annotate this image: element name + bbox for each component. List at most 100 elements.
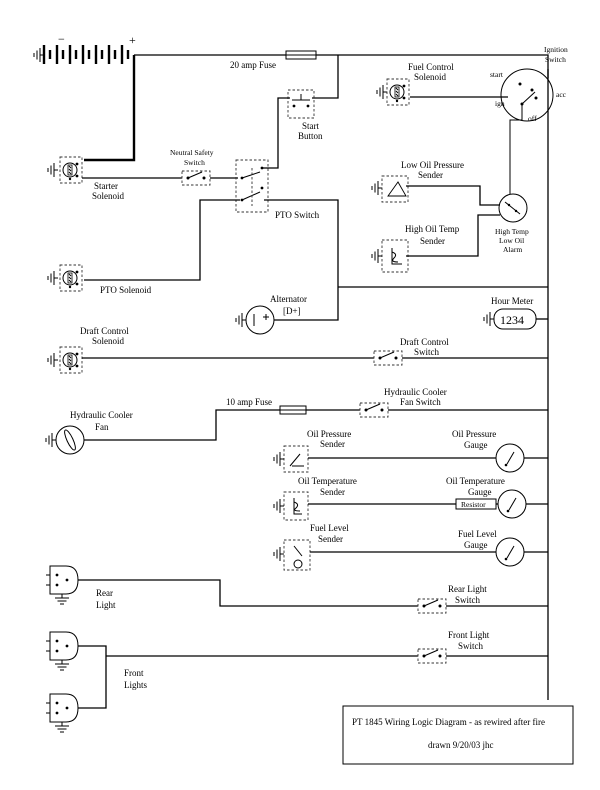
battery-minus-label: −: [58, 32, 65, 46]
rear-light-label-2: Light: [96, 600, 116, 610]
fuel-level-sender-label-1: Fuel Level: [310, 523, 349, 533]
ignition-switch-label-1: Ignition: [544, 45, 568, 54]
oil-temperature-sender-label-2: Sender: [320, 487, 345, 497]
neutral-safety-switch-label-1: Neutral Safety: [170, 148, 214, 157]
fuel-level-sender-label-2: Sender: [318, 534, 343, 544]
hour-meter-label: Hour Meter: [491, 296, 533, 306]
battery-plus-label: +: [129, 33, 136, 47]
title-block-drawn: drawn 9/20/03 jhc: [428, 740, 494, 750]
rear-light-switch-label-1: Rear Light: [448, 584, 487, 594]
hydraulic-cooler-fan-label-2: Fan: [95, 422, 109, 432]
oil-pressure-sender: [273, 445, 309, 473]
alternator-label-1: Alternator: [270, 294, 307, 304]
fuse-20a-label: 20 amp Fuse: [230, 60, 276, 70]
front-light-switch-label-1: Front Light: [448, 630, 490, 640]
alternator: [235, 305, 275, 335]
ignition-acc-label: acc: [556, 90, 567, 99]
pto-to-solenoid-wire: [84, 199, 240, 281]
fuel-control-solenoid-label-1: Fuel Control: [408, 62, 454, 72]
ignition-off-label: off: [528, 114, 537, 123]
oil-temperature-gauge: [497, 489, 527, 519]
front-lights-label-1: Front: [124, 668, 144, 678]
draft-control-solenoid-label-2: Solenoid: [92, 336, 125, 346]
oil-pressure-gauge: [495, 443, 525, 473]
start-button-label-1: Start: [302, 121, 319, 131]
battery-cable: [84, 55, 136, 162]
main-bus-wire: [316, 54, 549, 700]
starter-solenoid-label-1: Starter: [94, 181, 118, 191]
fuel-level-gauge-label-2: Gauge: [464, 540, 488, 550]
hydraulic-cooler-fan-switch: [359, 402, 389, 418]
fuse-20a: [285, 50, 317, 60]
front-light-lower: [46, 693, 79, 733]
front-light-switch: [417, 648, 447, 664]
alternator-label-2: [D+]: [283, 306, 301, 316]
front-light-switch-label-2: Switch: [458, 641, 484, 651]
fuel-level-gauge: [495, 537, 525, 567]
rear-light: [46, 565, 79, 605]
alarm-label-3: Alarm: [503, 245, 522, 254]
draft-control-solenoid: [47, 346, 83, 374]
fuse-10a-label: 10 amp Fuse: [226, 397, 272, 407]
neutral-safety-switch-label-2: Switch: [184, 158, 205, 167]
oil-temperature-gauge-label-1: Oil Temperature: [446, 476, 505, 486]
oil-temperature-gauge-label-2: Gauge: [468, 487, 492, 497]
oil-temperature-sender-label-1: Oil Temperature: [298, 476, 357, 486]
low-oil-pressure-sender-label-1: Low Oil Pressure: [401, 160, 464, 170]
title-block: [342, 705, 574, 765]
pto-switch: [235, 159, 269, 213]
ignition-ign-label: ign: [495, 99, 505, 108]
oil-pressure-sender-label-1: Oil Pressure: [307, 429, 351, 439]
title-block-title: PT 1845 Wiring Logic Diagram - as rewire…: [352, 717, 545, 727]
draft-control-switch-label-1: Draft Control: [400, 337, 449, 347]
high-oil-temp-sender-label-1: High Oil Temp: [405, 224, 460, 234]
start-feed-wire: [312, 55, 339, 99]
hydraulic-cooler-fan-switch-label-2: Fan Switch: [400, 397, 441, 407]
start-button-label-2: Button: [298, 131, 323, 141]
pto-solenoid: [47, 264, 83, 292]
low-oil-pressure-sender-label-2: Sender: [418, 170, 443, 180]
starter-solenoid-label-2: Solenoid: [92, 191, 125, 201]
battery-symbol: [33, 45, 130, 64]
rear-light-label-1: Rear: [96, 588, 113, 598]
ignition-switch-label-2: Switch: [545, 55, 566, 64]
hydraulic-cooler-fan: [45, 425, 85, 455]
high-temp-low-oil-alarm: [498, 193, 528, 223]
low-oil-pressure-sender: [371, 175, 409, 203]
oil-pressure-gauge-label-1: Oil Pressure: [452, 429, 496, 439]
rear-light-switch-label-2: Switch: [455, 595, 481, 605]
ignition-start-label: start: [490, 70, 504, 79]
pto-solenoid-label: PTO Solenoid: [100, 285, 152, 295]
hydraulic-cooler-fan-switch-label-1: Hydraulic Cooler: [384, 387, 447, 397]
ignition-switch: [500, 68, 554, 122]
oil-pressure-gauge-label-2: Gauge: [464, 440, 488, 450]
draft-control-solenoid-label-1: Draft Control: [80, 326, 129, 336]
oil-temperature-sender: [273, 491, 309, 521]
draft-control-switch-label-2: Switch: [414, 347, 440, 357]
alarm-label-2: Low Oil: [499, 236, 524, 245]
high-oil-temp-sender-label-2: Sender: [420, 236, 445, 246]
pto-switch-label: PTO Switch: [275, 210, 320, 220]
rear-light-switch: [417, 598, 447, 614]
resistor-label: Resistor: [461, 500, 486, 509]
front-light-upper: [46, 631, 79, 671]
starter-solenoid: [47, 156, 83, 184]
fuse-10a: [279, 405, 307, 415]
fuel-control-solenoid-label-2: Solenoid: [414, 72, 447, 82]
start-to-pto-wire: [262, 97, 290, 169]
fuel-control-solenoid: [376, 78, 410, 106]
front-lights-label-2: Lights: [124, 680, 147, 690]
neutral-safety-switch: [181, 170, 211, 186]
pto-to-alternator-wire: [264, 199, 339, 321]
alarm-label-1: High Temp: [495, 227, 529, 236]
fuel-level-sender: [273, 539, 311, 571]
oil-pressure-sender-label-2: Sender: [320, 439, 345, 449]
hydraulic-cooler-fan-label-1: Hydraulic Cooler: [70, 410, 133, 420]
high-oil-temp-sender: [371, 239, 409, 273]
hour-meter-value: 1234: [500, 313, 524, 327]
start-button: [287, 89, 315, 119]
draft-control-switch: [373, 350, 403, 366]
fuel-level-gauge-label-1: Fuel Level: [458, 529, 497, 539]
